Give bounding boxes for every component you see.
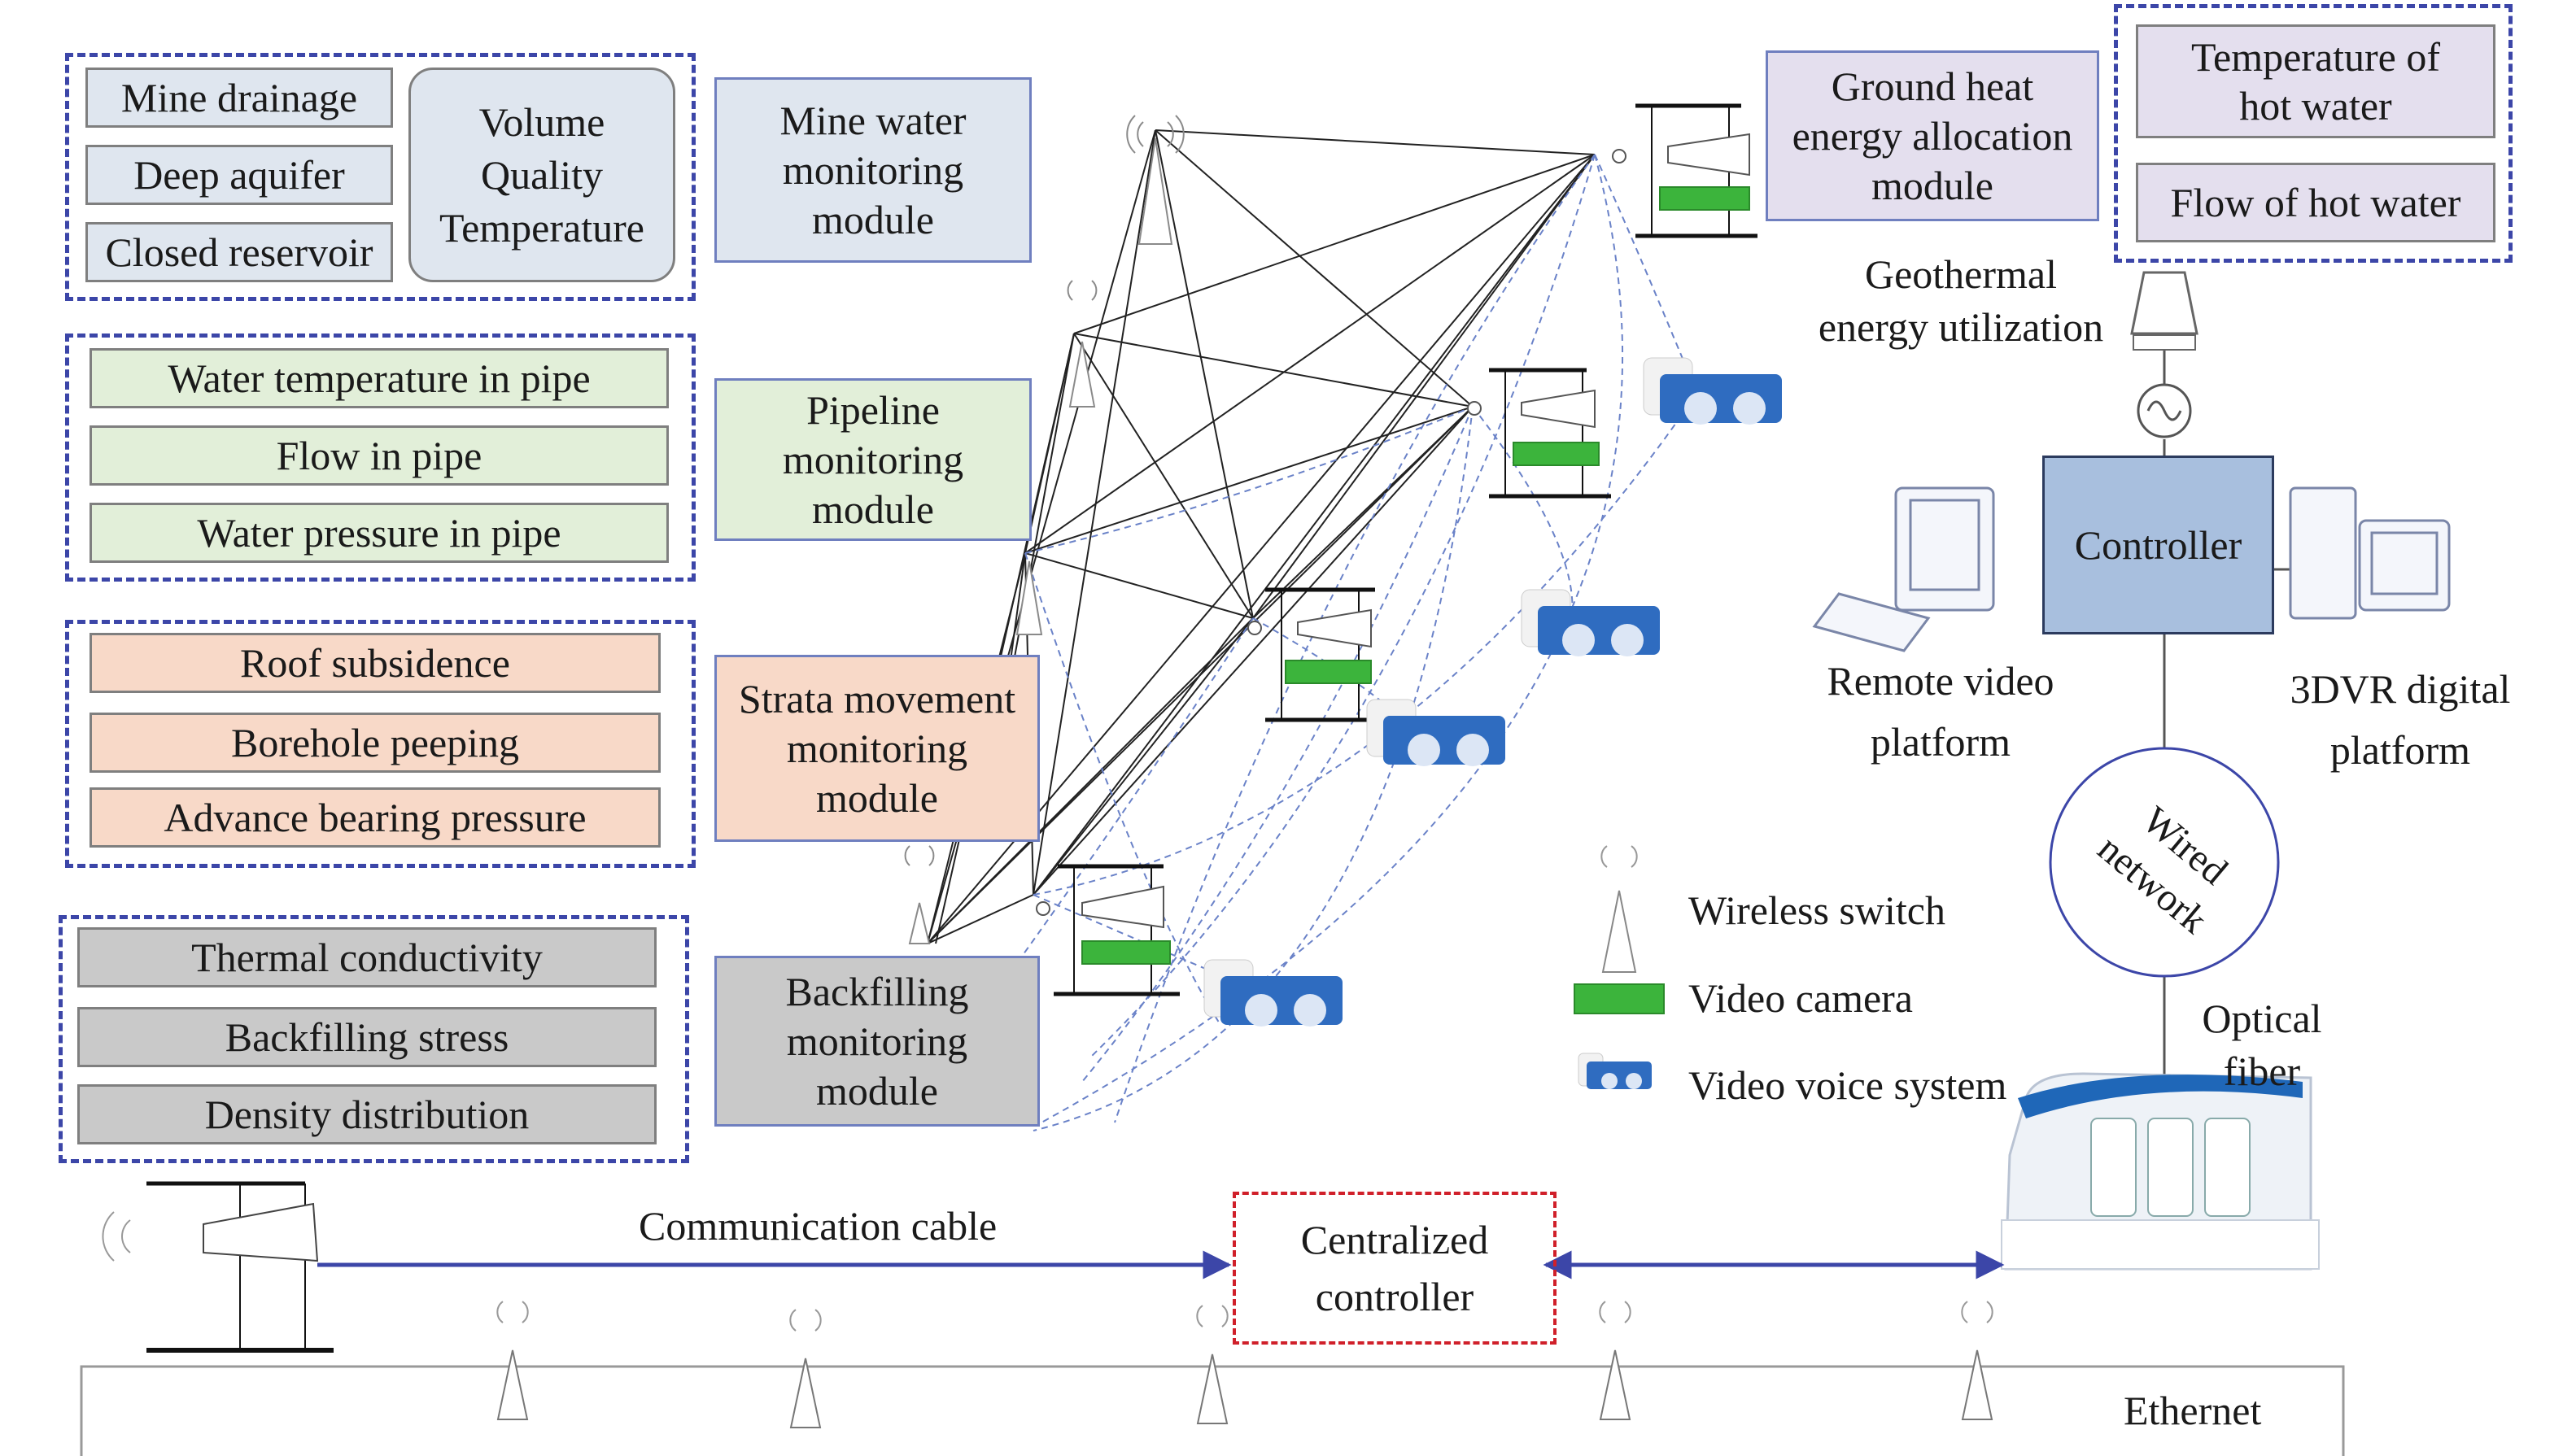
optical-fiber-label: Optical fiber — [2202, 996, 2322, 1094]
video-camera-markers — [1081, 186, 1750, 965]
param-temperature-of-hot-water: Temperature of hot water — [2136, 24, 2495, 138]
source-deep-aquifer: Deep aquifer — [85, 145, 393, 205]
param-roof-subsidence: Roof subsidence — [90, 633, 661, 693]
video-camera-legend-icon — [1574, 983, 1665, 1014]
legend-wireless-switch: Wireless switch — [1688, 887, 1945, 933]
water-parameters-box: Volume Quality Temperature — [408, 68, 675, 282]
3dvr-digital-platform-label: 3DVR digital platform — [2290, 666, 2511, 773]
mine-water-monitoring-module: Mine water monitoring module — [714, 77, 1032, 263]
param-thermal-conductivity: Thermal conductivity — [77, 927, 657, 987]
remote-computer-icon — [1812, 486, 1995, 652]
backfilling-monitoring-module: Backfilling monitoring module — [714, 956, 1040, 1127]
remote-video-platform-label: Remote video platform — [1827, 658, 2054, 765]
communication-cable-label: Communication cable — [639, 1203, 998, 1249]
ethernet-label: Ethernet — [2124, 1388, 2262, 1433]
legend-video-camera: Video camera — [1688, 975, 1914, 1021]
source-closed-reservoir: Closed reservoir — [85, 222, 393, 282]
pipeline-monitoring-module: Pipeline monitoring module — [714, 378, 1032, 541]
video-voice-devices — [1203, 357, 1782, 1027]
pipeline-parameter-group — [65, 333, 696, 582]
geothermal-energy-utilization-label: Geothermal energy utilization — [1818, 251, 2104, 350]
param-flow-of-hot-water: Flow of hot water — [2136, 163, 2495, 242]
centralized-controller-box: Centralized controller — [1233, 1192, 1557, 1345]
legend-icons — [1574, 845, 1665, 1089]
strata-parameter-group — [65, 620, 696, 868]
param-borehole-peeping: Borehole peeping — [90, 713, 661, 773]
ethernet-antennas — [496, 1349, 1993, 1428]
param-water-temperature-in-pipe: Water temperature in pipe — [90, 348, 669, 408]
param-water-pressure-in-pipe: Water pressure in pipe — [90, 503, 669, 563]
param-flow-in-pipe: Flow in pipe — [90, 425, 669, 486]
monitoring-center-icon — [2001, 1072, 2320, 1271]
strata-movement-monitoring-module: Strata movement monitoring module — [714, 655, 1040, 842]
dvr-computer-icon — [2289, 486, 2451, 620]
mine-water-source-group — [65, 53, 696, 301]
video-voice-legend-icon — [1578, 1053, 1652, 1089]
hot-water-parameter-group — [2114, 4, 2513, 263]
wireless-antenna-nodes — [904, 115, 1185, 944]
camera-heads — [1036, 133, 1750, 929]
param-density-distribution: Density distribution — [77, 1084, 657, 1144]
param-advance-bearing-pressure: Advance bearing pressure — [90, 787, 661, 848]
backfilling-parameter-group — [59, 915, 689, 1163]
wired-network-circle — [2049, 747, 2280, 978]
param-backfilling-stress: Backfilling stress — [77, 1007, 657, 1067]
heat-exchanger-icon — [2130, 271, 2198, 335]
camera-masts — [1054, 103, 1757, 996]
ground-heat-energy-allocation-module: Ground heat energy allocation module — [1766, 50, 2099, 221]
wireless-switch-legend-icon — [1601, 890, 1637, 973]
source-mine-drainage: Mine drainage — [85, 68, 393, 128]
legend-video-voice-system: Video voice system — [1688, 1062, 2007, 1108]
controller-box: Controller — [2042, 456, 2274, 634]
